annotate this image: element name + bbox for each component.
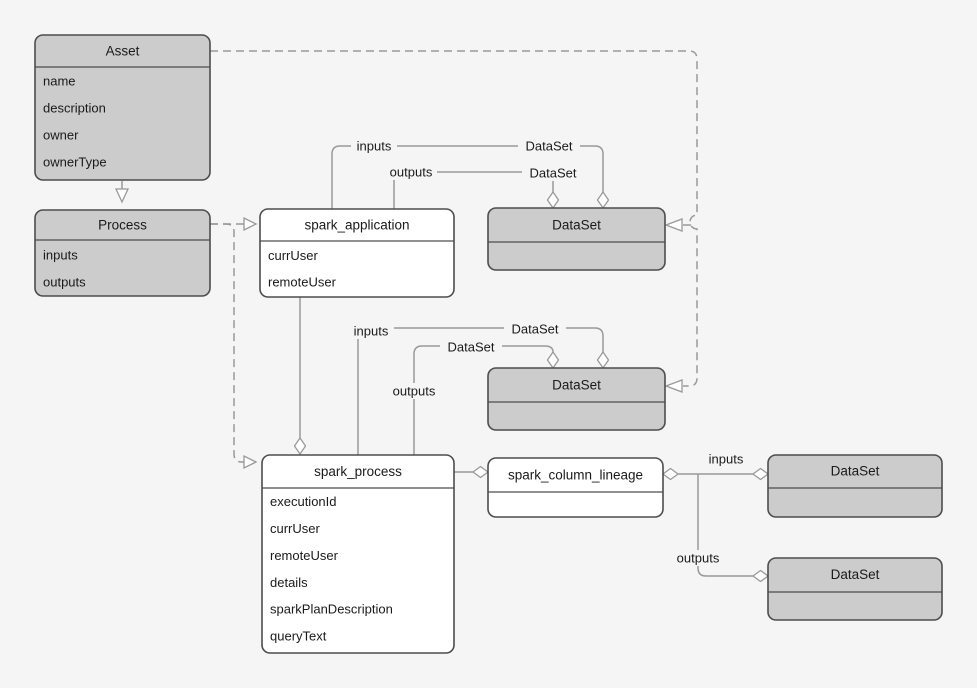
node-field: remoteUser [268,275,337,290]
label-bg [348,323,394,339]
edge-label-inputs: inputs [354,324,389,339]
node-title: DataSet [552,378,601,393]
edge-label-outputs: outputs [677,551,720,566]
edge-process-spark-process [210,223,244,463]
aggregation-diamond-icon [293,436,307,456]
edge-label-outputs: outputs [390,165,433,180]
node-field: inputs [43,248,78,263]
edge-asset-dataset-dashed [210,50,698,387]
label-bg [440,339,502,355]
node-asset-shape[interactable] [34,34,211,181]
aggregation-diamond-icon [751,467,770,481]
node-process-shape[interactable] [34,209,211,297]
hollow-triangle-left-icon [664,379,683,393]
label-bg [703,451,749,467]
node-title: DataSet [831,464,880,479]
edge-label-inputs: inputs [709,452,744,467]
node-field: executionId [270,494,337,509]
node-field: queryText [270,629,327,644]
label-bg [385,164,437,180]
node-title: Process [98,218,147,233]
node-dataset-top: DataSet [487,207,666,271]
edge-label-dataset: DataSet [512,322,559,337]
node-field: owner [43,128,79,143]
node-dataset-outputs: DataSet [767,557,943,621]
node-title: DataSet [552,218,601,233]
label-bg [388,383,440,399]
aggregation-diamond-icon [596,350,610,370]
edge-markers [114,188,770,583]
edge-line [331,145,604,209]
edge-line [210,223,244,463]
hollow-triangle-down-icon [114,188,130,204]
node-asset: Asset name description owner ownerType [34,34,211,181]
node-field: name [43,74,76,89]
aggregation-diamond-icon [546,190,560,210]
edge-label-inputs: inputs [357,139,392,154]
edge-label-outputs: outputs [393,384,436,399]
edge-line [697,474,753,577]
label-bg [504,321,566,337]
node-dataset-inputs: DataSet [767,454,943,518]
node-spark-process-shape[interactable] [261,454,455,654]
node-field: sparkPlanDescription [270,602,393,617]
hollow-triangle-left-icon [664,218,683,232]
edge-line [413,345,554,455]
node-field: outputs [43,275,86,290]
node-dataset-shape[interactable] [767,454,943,518]
label-bg [351,138,397,154]
aggregation-diamond-icon [471,465,490,479]
edge-labels: inputs DataSet outputs DataSet inputs Da… [348,138,749,566]
label-bg [672,550,724,566]
edge-proc-outputs-dataset [413,345,554,455]
node-dataset-shape[interactable] [487,367,666,431]
node-process: Process inputs outputs [34,209,211,297]
node-field: currUser [268,248,319,263]
node-dataset-shape[interactable] [487,207,666,271]
aggregation-diamond-icon [661,467,680,481]
node-field: ownerType [43,155,107,170]
node-title: spark_column_lineage [508,468,643,483]
node-title: spark_process [314,464,402,479]
node-spark-column-lineage-shape[interactable] [487,457,664,518]
node-dataset-shape[interactable] [767,557,943,621]
aggregation-diamond-icon [751,569,770,583]
node-field: currUser [270,521,321,536]
node-spark-application: spark_application currUser remoteUser [259,208,455,298]
edge-app-inputs-dataset [331,145,604,209]
hollow-triangle-right-icon [243,216,258,232]
edge-label-dataset: DataSet [530,166,577,181]
node-dataset-mid: DataSet [487,367,666,431]
edge-lineage-dataset-outputs [697,474,753,577]
hollow-triangle-right-icon [243,454,258,470]
node-title: DataSet [831,567,880,582]
node-field: description [43,101,106,116]
edge-line [210,50,698,387]
label-bg [518,138,580,154]
node-title: Asset [106,44,140,59]
node-field: details [270,575,308,590]
label-bg [522,165,584,181]
node-spark-column-lineage: spark_column_lineage [487,457,664,518]
edge-label-dataset: DataSet [526,139,573,154]
edge-label-dataset: DataSet [448,340,495,355]
node-title: spark_application [304,218,409,233]
node-spark-application-shape[interactable] [259,208,455,298]
aggregation-diamond-icon [546,350,560,370]
node-spark-process: spark_process executionId currUser remot… [261,454,455,654]
aggregation-diamond-icon [596,190,610,210]
node-field: remoteUser [270,548,339,563]
